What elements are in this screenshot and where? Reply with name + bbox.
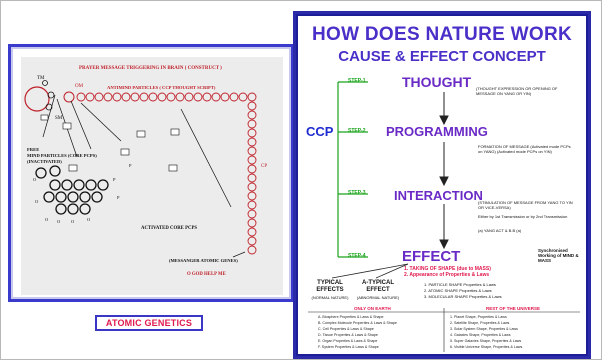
label-om: OM bbox=[75, 84, 84, 89]
core-circle bbox=[47, 91, 55, 99]
core-circle bbox=[45, 103, 53, 111]
svg-text:O: O bbox=[33, 177, 37, 182]
step-2-label: STEP-2 bbox=[348, 128, 366, 134]
effect-item-2: 2. Appearance of Properties & Laws bbox=[404, 272, 490, 278]
label-mind: MIND PARTICLES (CORE PCPS) bbox=[27, 153, 97, 158]
svg-text:2. Satellite Shape, Properties: 2. Satellite Shape, Properties & Laws bbox=[450, 321, 510, 325]
svg-text:4. Galaxies Shape, Properties: 4. Galaxies Shape, Properties & Laws bbox=[450, 333, 511, 337]
atomic-genetics-drawing: PRAYER MESSAGE TRIGGERING IN BRAIN ( CON… bbox=[24, 66, 267, 277]
label-messenger: (MESSANGER ATOMIC GENES) bbox=[169, 258, 238, 263]
atomic-genetics-panel: PRAYER MESSAGE TRIGGERING IN BRAIN ( CON… bbox=[8, 44, 294, 331]
svg-text:E. Organ Properties & Laws & S: E. Organ Properties & Laws & Shape bbox=[318, 339, 377, 343]
atomic-genetics-caption: ATOMIC GENETICS bbox=[95, 315, 203, 331]
programming-heading: PROGRAMMING bbox=[386, 124, 488, 139]
red-circle-large bbox=[24, 86, 50, 112]
ccp-bracket bbox=[337, 81, 368, 258]
programming-note: FORMATION OF MESSAGE (Activated mode PCP… bbox=[478, 144, 571, 154]
svg-text:D. Tissue Properties & Laws &: D. Tissue Properties & Laws & Shape bbox=[318, 333, 378, 337]
prayer-header: PRAYER MESSAGE TRIGGERING IN BRAIN ( CON… bbox=[79, 66, 222, 71]
shape-1: 1. PARTICLE SHAPE Properties & Laws bbox=[424, 282, 496, 287]
svg-text:O: O bbox=[87, 217, 91, 222]
svg-text:B. Complex Molecule Properties: B. Complex Molecule Properties & Laws & … bbox=[318, 321, 397, 325]
thought-note: (THOUGHT EXPRESSION OR OPENING OF MESSAG… bbox=[476, 86, 558, 96]
svg-text:6. Visible Universe Shape, Pro: 6. Visible Universe Shape, Properties & … bbox=[450, 345, 522, 349]
sync-note: Synchronised Working of MIND & MASS bbox=[538, 248, 579, 263]
interaction-note: (STIMULATION OF MESSAGE FROM YANG TO YIN… bbox=[478, 200, 573, 210]
cause-effect-flow: A. Biosphere Properties & Laws & Shape B… bbox=[308, 81, 580, 352]
step-1-label: STEP-1 bbox=[348, 78, 366, 84]
bottom-table bbox=[308, 308, 580, 352]
flow-arrows bbox=[331, 92, 449, 279]
universe-heading: REST OF THE UNIVERSE bbox=[486, 306, 541, 311]
atomic-genetics-diagram: PRAYER MESSAGE TRIGGERING IN BRAIN ( CON… bbox=[21, 57, 283, 295]
nature-work-panel: A. Biosphere Properties & Laws & Shape B… bbox=[296, 14, 588, 356]
interaction-heading: INTERACTION bbox=[394, 188, 483, 203]
core-circle bbox=[42, 80, 48, 86]
shape-3: 3. MOLECULAR SHAPE Properties & Laws bbox=[424, 294, 502, 299]
label-tm: TM bbox=[37, 76, 45, 81]
svg-text:A. Biosphere Properties & Laws: A. Biosphere Properties & Laws & Shape bbox=[318, 315, 384, 319]
bottom-table-rows: A. Biosphere Properties & Laws & Shape B… bbox=[318, 315, 522, 349]
svg-text:O: O bbox=[57, 219, 61, 224]
earth-heading: ONLY ON EARTH bbox=[354, 306, 391, 311]
label-antimind: ANTIMIND PARTICLES ( CCP THOUGHT SCRIPT) bbox=[107, 85, 216, 90]
svg-text:C. Cell Properties & Laws & Sh: C. Cell Properties & Laws & Shape bbox=[318, 327, 374, 331]
arrows bbox=[42, 94, 246, 258]
red-circle-small bbox=[63, 91, 75, 103]
red-circle-chain-top bbox=[76, 92, 257, 102]
thought-heading: THOUGHT bbox=[402, 74, 472, 90]
step-3-label: STEP-3 bbox=[348, 190, 366, 196]
effect-note: (a) YANG ACT & B.B (a) bbox=[478, 228, 522, 233]
svg-text:P: P bbox=[113, 177, 116, 182]
label-prayer: O GOD HELP ME bbox=[187, 272, 226, 277]
svg-text:P: P bbox=[129, 163, 132, 168]
atypical-effect: A-TYPICAL EFFECT bbox=[362, 280, 394, 293]
small-boxes bbox=[40, 114, 180, 172]
step-4-label: STEP-4 bbox=[348, 253, 366, 259]
label-inactivated: (INACTIVATED) bbox=[27, 159, 62, 164]
ccp-label: CCP bbox=[306, 124, 334, 139]
svg-text:1. Planet Shape, Properties &: 1. Planet Shape, Properties & Laws bbox=[450, 315, 507, 319]
typical-effects-sub: (NORMAL NATURE) bbox=[311, 295, 349, 300]
svg-text:3. Solar System Shape, Propert: 3. Solar System Shape, Properties & Laws bbox=[450, 327, 518, 331]
label-sm: SM bbox=[55, 116, 63, 121]
subtitle: CAUSE & EFFECT CONCEPT bbox=[338, 48, 546, 65]
effect-item-1: 1. TAKING OF SHAPE (due to MASS) bbox=[404, 266, 491, 272]
interaction-note-2: Either by 1st Transmission or by 2nd Tra… bbox=[478, 214, 568, 219]
svg-text:O: O bbox=[35, 199, 39, 204]
svg-text:5. Super Galaxies Shape, Prope: 5. Super Galaxies Shape, Properties & La… bbox=[450, 339, 521, 343]
svg-text:P: P bbox=[117, 195, 120, 200]
atypical-effect-sub: (ABNORMAL NATURE) bbox=[356, 295, 400, 300]
scattered-letters: O O O O O O P P P bbox=[33, 163, 132, 224]
typical-effects: TYPICAL EFFECTS bbox=[316, 280, 344, 293]
main-title: HOW DOES NATURE WORK bbox=[311, 24, 573, 45]
effect-heading: EFFECT bbox=[402, 248, 461, 265]
shape-2: 2. ATOMIC SHAPE Properties & Laws bbox=[424, 288, 492, 293]
red-circle-chain-vertical bbox=[247, 101, 257, 255]
svg-text:O: O bbox=[71, 219, 75, 224]
label-free: FREE bbox=[27, 147, 39, 152]
inactive-particle-cluster bbox=[35, 165, 109, 215]
svg-text:F. System Properties & Laws &: F. System Properties & Laws & Shape bbox=[318, 345, 379, 349]
label-activated: ACTIVATED CORE PCPS bbox=[141, 226, 197, 231]
label-cp: CP bbox=[261, 164, 267, 169]
svg-text:O: O bbox=[45, 217, 49, 222]
